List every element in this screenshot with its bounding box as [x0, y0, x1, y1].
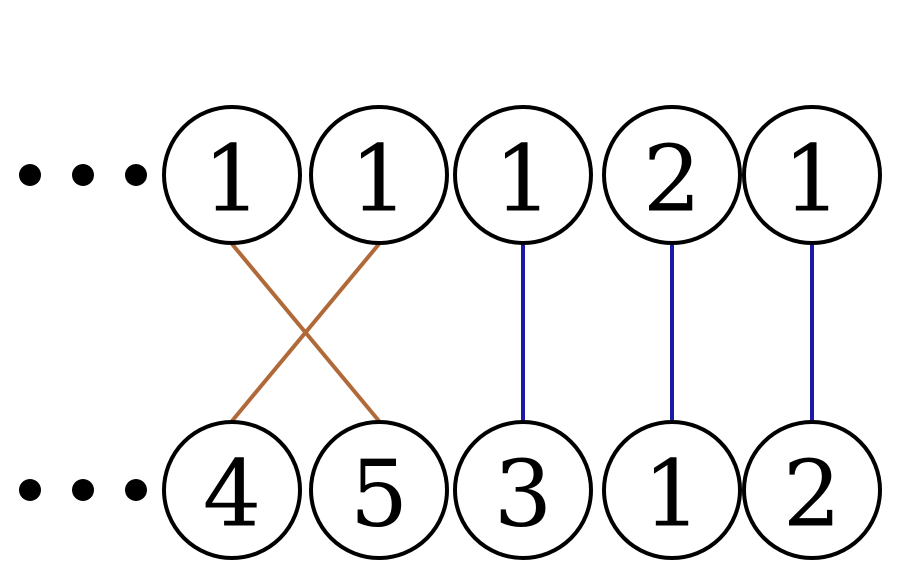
links: [230, 242, 814, 423]
bottom-node-label: 5: [350, 441, 409, 548]
ellipsis-bottom: [19, 479, 147, 501]
top-node-label: 1: [350, 126, 409, 233]
bottom-node: 2: [742, 420, 882, 560]
top-node-label: 1: [783, 126, 842, 233]
top-row: 1 1 1 2 1: [162, 105, 882, 245]
top-node: 1: [742, 105, 882, 245]
bottom-node-label: 3: [494, 441, 553, 548]
top-node: 2: [602, 105, 742, 245]
bottom-node: 4: [162, 420, 302, 560]
bottom-node: 1: [602, 420, 742, 560]
top-node: 1: [453, 105, 593, 245]
bottom-row: 4 5 3 1 2: [162, 420, 882, 560]
bottom-node-label: 2: [783, 441, 842, 548]
top-node: 1: [162, 105, 302, 245]
bottom-node: 5: [309, 420, 449, 560]
ellipsis-top: [19, 164, 147, 186]
top-node-label: 1: [203, 126, 262, 233]
link-line: [230, 242, 381, 423]
top-node: 1: [309, 105, 449, 245]
bottom-node: 3: [453, 420, 593, 560]
top-node-label: 2: [643, 126, 702, 233]
bottom-node-label: 1: [643, 441, 702, 548]
bottom-node-label: 4: [203, 441, 262, 548]
top-node-label: 1: [494, 126, 553, 233]
